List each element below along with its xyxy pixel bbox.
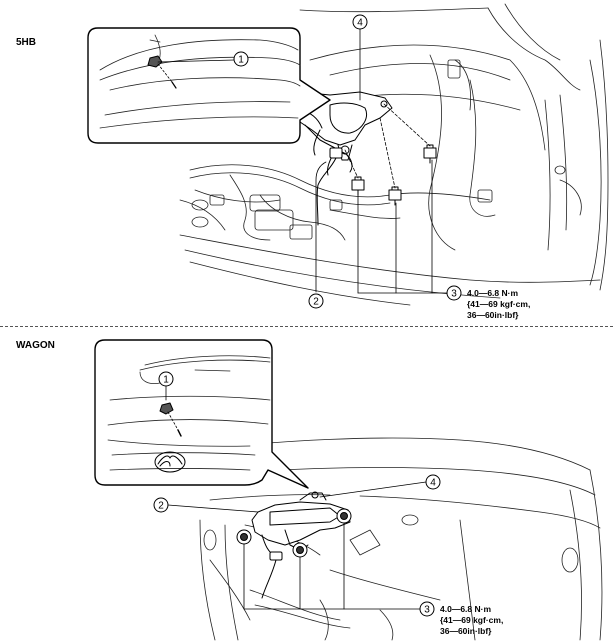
wagon-callout-4-text: 4	[430, 478, 436, 489]
wagon-wiper-motor	[251, 491, 351, 551]
wagon-callout-2: 2	[153, 497, 169, 513]
wagon-connector	[261, 534, 283, 599]
5hb-torque-line3: 36—60in·lbf}	[467, 310, 519, 320]
5hb-callout-2-text: 2	[313, 297, 319, 308]
5hb-callout-1: 1	[233, 51, 249, 67]
5hb-torque-spec: 4.0—6.8 N·m {41—69 kgf·cm, 36—60in·lbf}	[467, 288, 530, 321]
5hb-torque-line2: {41—69 kgf·cm,	[467, 299, 531, 309]
section-title-5hb: 5HB	[16, 37, 37, 48]
5hb-guide-lines	[344, 103, 431, 189]
5hb-torque-line1: 4.0—6.8 N·m	[467, 288, 519, 298]
5hb-callout-3: 3	[446, 285, 462, 301]
wagon-torque-spec: 4.0—6.8 N·m {41—69 kgf·cm, 36—60in·lbf}	[440, 604, 503, 637]
section-title-wagon: WAGON	[16, 340, 55, 351]
callout-leaders	[157, 27, 448, 610]
wagon-callout-1: 1	[158, 371, 174, 387]
5hb-callout-4-text: 4	[357, 18, 363, 29]
wagon-callout-2-text: 2	[158, 501, 164, 512]
wagon-torque-line2: {41—69 kgf·cm,	[440, 615, 504, 625]
wagon-callout-1-text: 1	[163, 375, 169, 386]
wagon-callout-3: 3	[419, 601, 435, 617]
section-divider	[0, 326, 613, 327]
wagon-torque-line3: 36—60in·lbf}	[440, 626, 492, 636]
5hb-callout-4: 4	[352, 14, 368, 30]
5hb-connector	[316, 147, 353, 226]
5hb-callout-2: 2	[308, 293, 324, 309]
wagon-inset	[94, 339, 309, 489]
5hb-callout-3-text: 3	[451, 289, 457, 300]
wagon-torque-line1: 4.0—6.8 N·m	[440, 604, 492, 614]
mazda-emblem-icon	[154, 451, 186, 473]
wagon-callout-3-text: 3	[424, 605, 430, 616]
5hb-callout-1-text: 1	[238, 55, 244, 66]
5hb-inset	[87, 27, 331, 144]
wagon-callout-4: 4	[425, 474, 441, 490]
5hb-bolts	[351, 144, 437, 206]
